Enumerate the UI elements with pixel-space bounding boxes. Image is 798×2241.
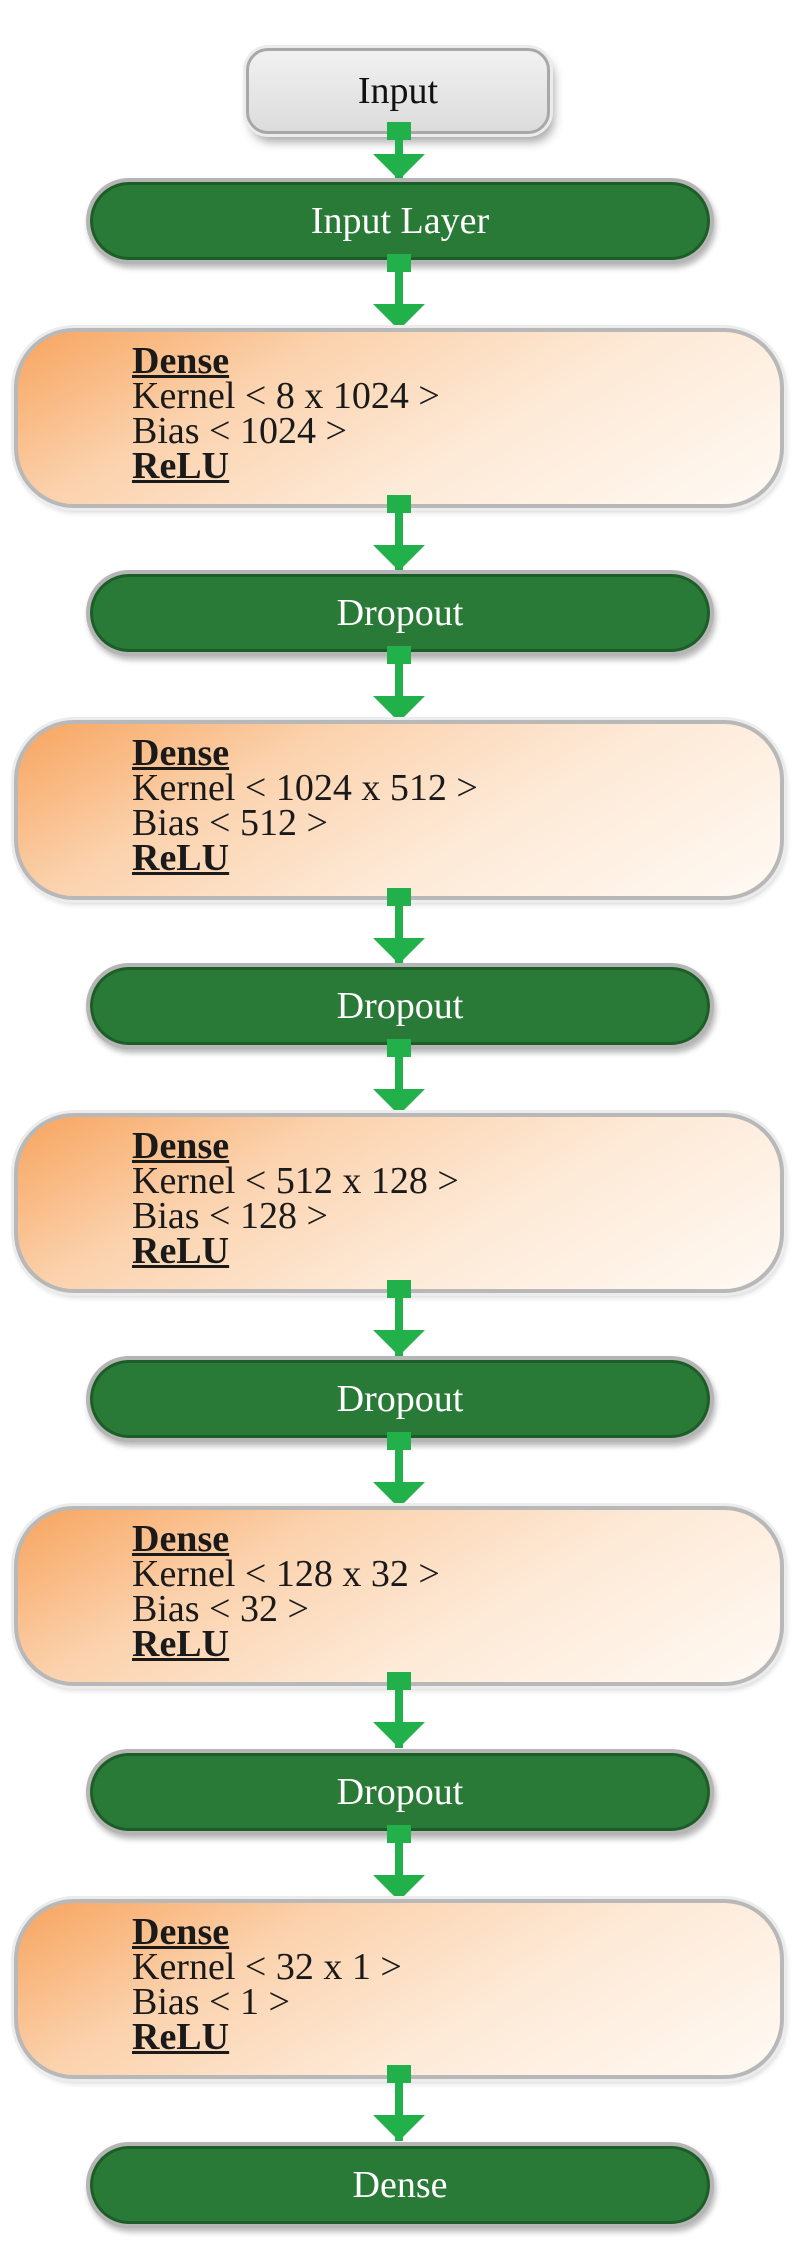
dense-1-kernel: Kernel < 8 x 1024 > (132, 375, 440, 417)
dropout-4-label: Dropout (336, 1771, 464, 1813)
dense-4-bias: Bias < 32 > (132, 1588, 309, 1630)
arrow-dense-1-to-dropout-1 (373, 495, 425, 571)
dropout-layer-4: Dropout (86, 1749, 714, 1835)
dense-layer-2: Dense Kernel < 1024 x 512 > Bias < 512 >… (14, 720, 784, 900)
dense-layer-5: Dense Kernel < 32 x 1 > Bias < 1 > ReLU (14, 1899, 784, 2079)
dense-3-title: Dense (132, 1125, 230, 1167)
dense-5-bias: Bias < 1 > (132, 1981, 290, 2023)
dropout-2-label: Dropout (336, 985, 464, 1027)
dropout-3-label: Dropout (336, 1378, 464, 1420)
arrow-dense-5-to-output (373, 2065, 425, 2141)
arrow-input-to-input-layer (373, 122, 425, 180)
arrow-dense-2-to-dropout-2 (373, 888, 425, 964)
dense-3-activation: ReLU (132, 1230, 230, 1272)
dropout-layer-2: Dropout (86, 963, 714, 1049)
dense-layer-4: Dense Kernel < 128 x 32 > Bias < 32 > Re… (14, 1506, 784, 1686)
dense-3-kernel: Kernel < 512 x 128 > (132, 1160, 459, 1202)
dense-4-activation: ReLU (132, 1623, 230, 1665)
dense-5-title: Dense (132, 1911, 230, 1953)
input-label: Input (357, 70, 439, 112)
dense-5-activation: ReLU (132, 2016, 230, 2058)
dense-1-title: Dense (132, 340, 230, 382)
arrow-dropout-1-to-dense-2 (373, 646, 425, 722)
dense-2-title: Dense (132, 732, 230, 774)
dense-5-kernel: Kernel < 32 x 1 > (132, 1946, 402, 1988)
arrow-input-layer-to-dense-1 (373, 254, 425, 330)
input-layer-label: Input Layer (310, 200, 490, 242)
input-layer-node: Input Layer (86, 178, 714, 264)
dense-1-activation: ReLU (132, 445, 230, 487)
arrow-dropout-2-to-dense-3 (373, 1039, 425, 1115)
dropout-1-label: Dropout (336, 592, 464, 634)
dense-4-kernel: Kernel < 128 x 32 > (132, 1553, 440, 1595)
input-node: Input (246, 48, 550, 134)
dense-layer-3: Dense Kernel < 512 x 128 > Bias < 128 > … (14, 1113, 784, 1293)
arrow-dropout-3-to-dense-4 (373, 1432, 425, 1508)
output-dense-label: Dense (352, 2164, 448, 2206)
output-dense-node: Dense (86, 2142, 714, 2228)
dense-layer-1: Dense Kernel < 8 x 1024 > Bias < 1024 > … (14, 328, 784, 508)
arrow-dropout-4-to-dense-5 (373, 1825, 425, 1901)
arrow-dense-4-to-dropout-4 (373, 1672, 425, 1748)
dropout-layer-1: Dropout (86, 570, 714, 656)
dense-2-bias: Bias < 512 > (132, 802, 328, 844)
arrow-dense-3-to-dropout-3 (373, 1280, 425, 1356)
dense-2-kernel: Kernel < 1024 x 512 > (132, 767, 478, 809)
dense-2-activation: ReLU (132, 837, 230, 879)
dense-4-title: Dense (132, 1518, 230, 1560)
dense-3-bias: Bias < 128 > (132, 1195, 328, 1237)
dropout-layer-3: Dropout (86, 1356, 714, 1442)
dense-1-bias: Bias < 1024 > (132, 410, 347, 452)
